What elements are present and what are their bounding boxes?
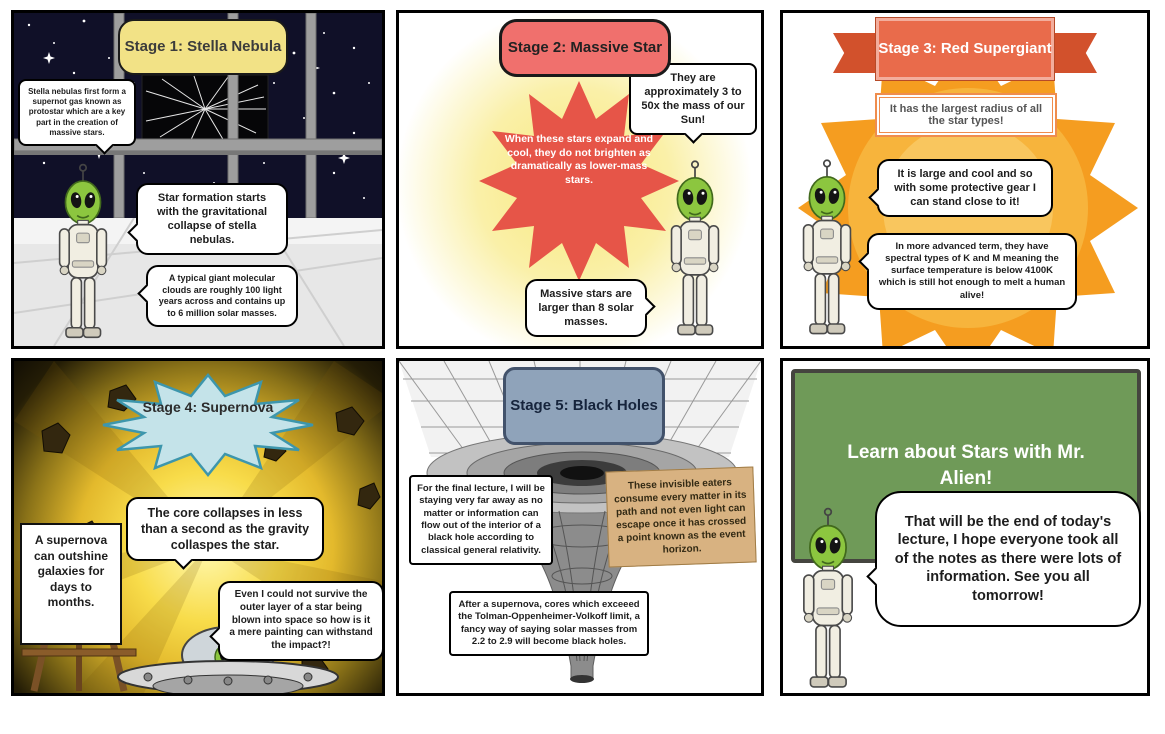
speech-bubble-end-of-lecture: That will be the end of today's lecture,… bbox=[866, 491, 1141, 627]
panel-stage6-outro: Learn about Stars with Mr. Alien! That w… bbox=[780, 358, 1150, 696]
caption-final-lecture: For the final lecture, I will be staying… bbox=[409, 475, 553, 566]
speech-text: It is large and cool and so with some pr… bbox=[894, 168, 1036, 209]
star-streak-poster bbox=[141, 74, 269, 144]
speech-text: Even I could not survive the outer layer… bbox=[229, 589, 373, 652]
speech-text: Massive stars are larger than 8 solar ma… bbox=[538, 288, 634, 329]
alien-character bbox=[663, 159, 727, 347]
speech-bubble-formation: Star formation starts with the gravitati… bbox=[127, 183, 288, 256]
stage3-title: Stage 3: Red Supergiant bbox=[875, 17, 1055, 81]
callout-largest-radius: It has the largest radius of all the sta… bbox=[875, 93, 1057, 137]
alien-character bbox=[795, 507, 861, 696]
panel-stage3-red-supergiant: Stage 3: Red Supergiant It has the large… bbox=[780, 10, 1150, 349]
stage2-title-banner: Stage 2: Massive Star bbox=[499, 19, 671, 77]
panel-stage5-black-holes: Stage 5: Black Holes For the final lectu… bbox=[396, 358, 764, 696]
alien-character bbox=[795, 157, 859, 347]
speech-text: That will be the end of today's lecture,… bbox=[894, 513, 1122, 604]
stage1-title-banner: Stage 1: Stella Nebula bbox=[118, 19, 288, 75]
speech-text: The core collapses in less than a second… bbox=[140, 506, 310, 552]
stage4-title: Stage 4: Supernova bbox=[142, 399, 274, 415]
stage5-title: Stage 5: Black Holes bbox=[510, 396, 658, 414]
speech-bubble-molecular: A typical giant molecular clouds are rou… bbox=[137, 265, 298, 328]
panel-stage1-stella-nebula: Stage 1: Stella Nebula Stella nebulas fi… bbox=[11, 10, 385, 349]
stage5-title-plaque: Stage 5: Black Holes bbox=[503, 367, 665, 445]
speech-text: A typical giant molecular clouds are rou… bbox=[158, 273, 286, 318]
alien-character bbox=[50, 163, 116, 349]
starburst-caption: When these stars expand and cool, they d… bbox=[504, 133, 654, 186]
speech-text: They are approximately 3 to 50x the mass… bbox=[641, 72, 745, 127]
speech-bubble-protostar: Stella nebulas first form a supernot gas… bbox=[18, 79, 136, 155]
stage1-title: Stage 1: Stella Nebula bbox=[124, 38, 282, 55]
speech-text: Stella nebulas first form a supernot gas… bbox=[28, 87, 126, 137]
caption-invisible-eaters: These invisible eaters consume every mat… bbox=[605, 466, 757, 568]
speech-bubble-survive: Even I could not survive the outer layer… bbox=[209, 581, 382, 661]
speech-bubble-core-collapse: The core collapses in less than a second… bbox=[126, 497, 324, 570]
easel-canvas-caption: A supernova can outshine galaxies for da… bbox=[20, 523, 122, 645]
speech-bubble-spectral-types: In more advanced term, they have spectra… bbox=[858, 233, 1077, 310]
speech-text: Star formation starts with the gravitati… bbox=[156, 192, 267, 247]
bubble-tail bbox=[866, 566, 885, 586]
red-starburst bbox=[479, 81, 679, 281]
chalkboard-text: Learn about Stars with Mr. Alien! bbox=[847, 442, 1085, 489]
stage4-title-starburst bbox=[102, 373, 314, 477]
stage3-title-ribbon: Stage 3: Red Supergiant bbox=[833, 17, 1097, 87]
speech-bubble-mass: They are approximately 3 to 50x the mass… bbox=[629, 63, 757, 145]
speech-bubble-protective-gear: It is large and cool and so with some pr… bbox=[868, 159, 1053, 218]
stage3-title-text: Stage 3: Red Supergiant bbox=[878, 40, 1052, 57]
speech-bubble-solar-masses: Massive stars are larger than 8 solar ma… bbox=[525, 279, 656, 338]
panel-stage2-massive-star: When these stars expand and cool, they d… bbox=[396, 10, 764, 349]
panel-stage4-supernova: Stage 4: Supernova A supernova can outsh… bbox=[11, 358, 385, 696]
caption-tov-limit: After a supernova, cores which exceeed t… bbox=[449, 591, 649, 657]
speech-text: In more advanced term, they have spectra… bbox=[878, 241, 1066, 301]
stage2-title: Stage 2: Massive Star bbox=[507, 39, 663, 56]
